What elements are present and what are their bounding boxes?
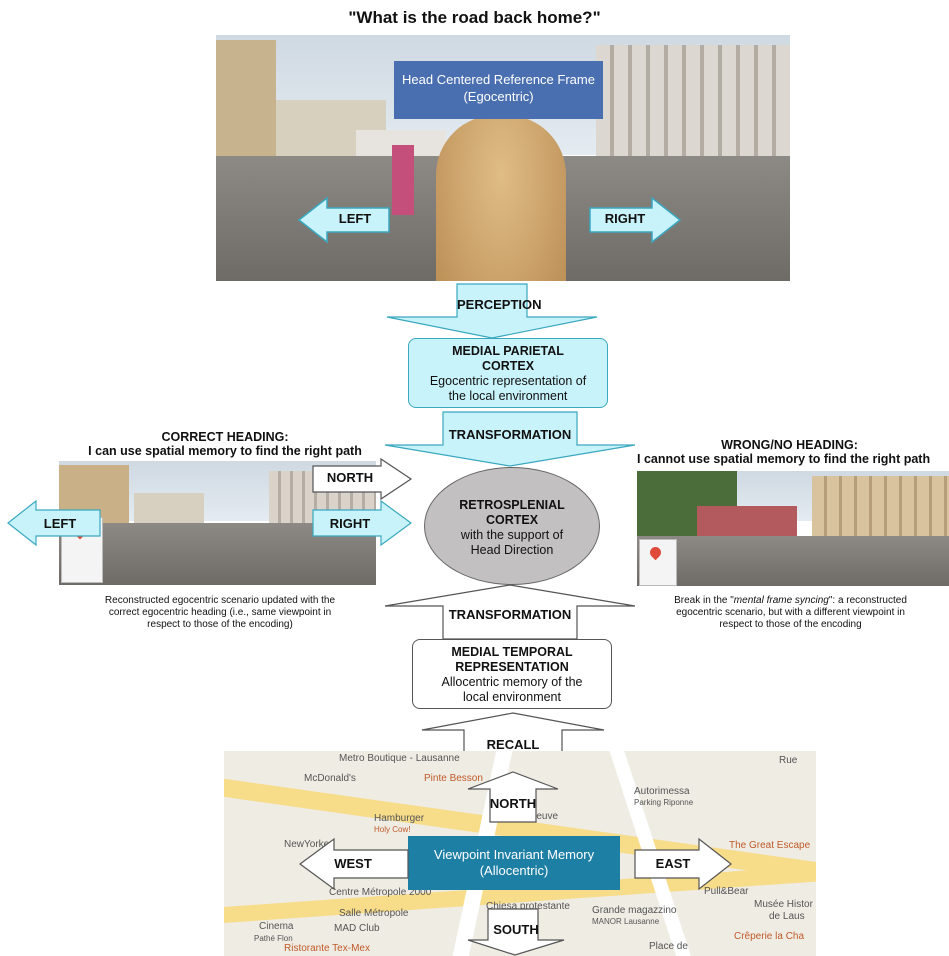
- map-place-2: Pinte Besson: [424, 773, 483, 784]
- correct-heading-title: CORRECT HEADING: I can use spatial memor…: [40, 430, 410, 458]
- map-place-16: MANOR Lausanne: [592, 917, 660, 926]
- parietal-title-line1: MEDIAL PARIETAL: [452, 344, 564, 358]
- left-label-correct: LEFT: [43, 516, 77, 531]
- wrong-caption-line2: egocentric scenario, but with a differen…: [676, 607, 905, 618]
- map-place-11: MAD Club: [334, 923, 380, 934]
- right-arrow-top: [589, 196, 682, 244]
- parietal-title-line2: CORTEX: [481, 359, 535, 373]
- perception-arrow: [386, 283, 598, 339]
- east-arrow-map: [634, 837, 732, 891]
- wrong-heading-title: WRONG/NO HEADING: I cannot use spatial m…: [630, 438, 949, 466]
- map-place-17: The Great Escape: [729, 840, 811, 851]
- south-label-map: SOUTH: [493, 922, 539, 937]
- allocentric-memory-label: Viewpoint Invariant Memory (Allocentric): [408, 836, 620, 890]
- right-label-correct: RIGHT: [329, 516, 371, 531]
- correct-caption-line2: correct egocentric heading (i.e., same v…: [108, 607, 332, 618]
- parietal-desc-line2: the local environment: [448, 389, 568, 403]
- wrong-caption-pre: Break in the ": [674, 595, 734, 606]
- right-arrow-correct: [312, 499, 413, 547]
- wrong-caption-post: ": a reconstructed: [828, 595, 907, 606]
- right-label-top: RIGHT: [604, 211, 646, 226]
- map-place-23: Place de: [649, 941, 688, 952]
- map-place-24: Rue: [779, 755, 798, 766]
- wrong-heading-line2: I cannot use spatial memory to find the …: [637, 452, 931, 466]
- map-place-21: Crêperie la Cha: [734, 931, 805, 942]
- map-place-12: Cinema: [259, 921, 294, 932]
- wrong-heading-caption: Break in the "mental frame syncing": a r…: [632, 595, 949, 631]
- transformation-arrow-bottom: [384, 584, 636, 640]
- map-place-10: Salle Métropole: [339, 908, 409, 919]
- left-arrow-correct: [7, 499, 101, 547]
- correct-caption-line1: Reconstructed egocentric scenario update…: [104, 595, 336, 606]
- medial-parietal-cortex-box: MEDIAL PARIETAL CORTEX Egocentric repres…: [408, 338, 608, 408]
- west-label-map: WEST: [334, 856, 372, 871]
- retrosplenial-line4: Head Direction: [470, 543, 554, 557]
- map-place-19: Musée Histor: [754, 899, 813, 910]
- map-place-8: NewYorker: [284, 839, 333, 850]
- wrong-caption-line1: Break in the "mental frame syncing": a r…: [632, 595, 949, 607]
- west-arrow-map: [298, 837, 409, 891]
- egocentric-frame-label: Head Centered Reference Frame (Egocentri…: [394, 61, 603, 119]
- map-place-7: Holy Cow!: [374, 825, 411, 834]
- north-arrow-map: [467, 771, 559, 823]
- allocentric-label-line1: Viewpoint Invariant Memory: [433, 847, 595, 862]
- north-arrow-correct: [312, 457, 413, 501]
- north-label-map: NORTH: [489, 796, 537, 811]
- street-photo-wrong-heading: [637, 471, 949, 586]
- correct-heading-line1: CORRECT HEADING:: [161, 430, 289, 444]
- allocentric-label-line2: (Allocentric): [479, 863, 549, 878]
- map-place-14: Chiesa protestante: [486, 901, 570, 912]
- egocentric-label-line1: Head Centered Reference Frame: [402, 72, 595, 87]
- map-place-4: Autorimessa: [634, 786, 690, 797]
- temporal-title-line2: REPRESENTATION: [455, 660, 569, 674]
- correct-heading-line2: I can use spatial memory to find the rig…: [88, 444, 362, 458]
- map-place-9: Centre Métropole 2000: [329, 887, 432, 898]
- east-label-map: EAST: [655, 856, 691, 871]
- map-place-18: Pull&Bear: [704, 886, 749, 897]
- medial-temporal-representation-box: MEDIAL TEMPORAL REPRESENTATION Allocentr…: [412, 639, 612, 709]
- map-place-0: Metro Boutique - Lausanne: [339, 753, 460, 764]
- temporal-title-line1: MEDIAL TEMPORAL: [451, 645, 573, 659]
- transformation-label-bottom: TRANSFORMATION: [448, 607, 572, 622]
- retrosplenial-line3: with the support of: [460, 528, 564, 542]
- transformation-label-top: TRANSFORMATION: [448, 427, 572, 442]
- map-place-20: de Laus: [769, 911, 805, 922]
- map-place-1: McDonald's: [304, 773, 356, 784]
- left-label-top: LEFT: [338, 211, 372, 226]
- temporal-desc-line2: local environment: [463, 690, 561, 704]
- map-place-22: Ristorante Tex-Mex: [284, 943, 370, 954]
- perception-label: PERCEPTION: [457, 297, 542, 312]
- correct-caption-line3: respect to those of the encoding): [147, 619, 293, 630]
- map-place-6: Hamburger: [374, 813, 425, 824]
- person-head-back-image: [436, 115, 566, 281]
- retrosplenial-line2: CORTEX: [485, 513, 539, 527]
- retrosplenial-cortex-ellipse: RETROSPLENIAL CORTEX with the support of…: [424, 467, 600, 585]
- wrong-caption-emphasis: mental frame syncing: [733, 595, 829, 606]
- egocentric-label-line2: (Egocentric): [463, 89, 534, 104]
- recall-label: RECALL: [486, 737, 540, 752]
- wrong-caption-line3: respect to those of the encoding: [719, 619, 862, 630]
- left-arrow-top: [297, 196, 390, 244]
- map-place-5: Parking Riponne: [634, 798, 694, 807]
- map-place-15: Grande magazzino: [592, 905, 677, 916]
- diagram-title: "What is the road back home?": [348, 8, 601, 27]
- temporal-desc-line1: Allocentric memory of the: [441, 675, 583, 689]
- parietal-desc-line1: Egocentric representation of: [429, 374, 587, 388]
- street-photo-egocentric: [216, 35, 790, 281]
- transformation-arrow-top: [384, 411, 636, 467]
- correct-heading-caption: Reconstructed egocentric scenario update…: [60, 595, 380, 631]
- wrong-heading-line1: WRONG/NO HEADING:: [721, 438, 858, 452]
- map-place-13: Pathé Flon: [254, 934, 293, 943]
- retrosplenial-line1: RETROSPLENIAL: [459, 498, 565, 512]
- south-arrow-map: [467, 908, 565, 956]
- north-label-correct: NORTH: [326, 470, 374, 485]
